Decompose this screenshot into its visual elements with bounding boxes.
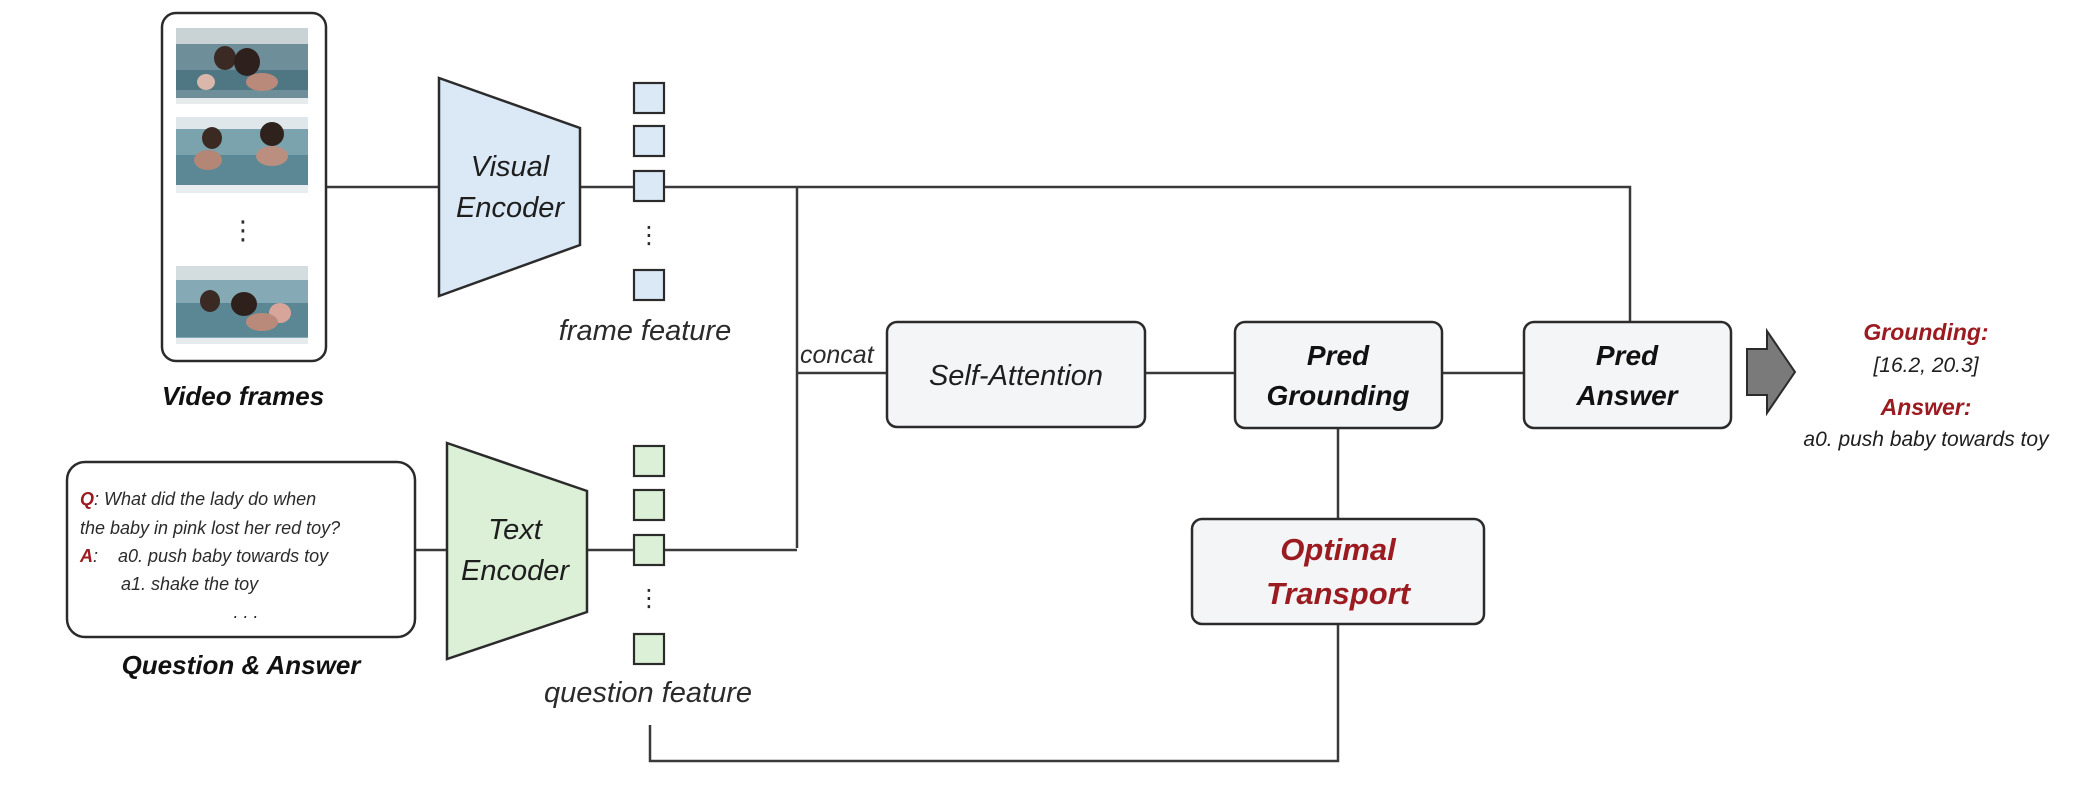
- video-frame-thumbnail: [176, 117, 308, 193]
- pred-answer-label-2: Answer: [1575, 380, 1679, 411]
- qa-answer-line: A: a0. push baby towards toy: [79, 546, 329, 566]
- visual-encoder-label-1: Visual: [471, 151, 551, 183]
- output-grounding-label: Grounding:: [1863, 319, 1988, 345]
- qa-answer-text-1: : a0. push baby towards toy: [93, 546, 329, 566]
- visual-encoder: [437, 76, 582, 298]
- concat-label: concat: [800, 341, 875, 369]
- pred-grounding-label-2: Grounding: [1266, 380, 1409, 411]
- question-feature-ellipsis: ⋮: [637, 584, 661, 612]
- optimal-transport-label-1: Optimal: [1280, 532, 1397, 567]
- frame-feature-token: [632, 169, 666, 203]
- self-attention-box: [885, 320, 1147, 429]
- output-grounding-value: [16.2, 20.3]: [1872, 354, 1979, 377]
- video-frame-thumbnail: [176, 28, 308, 104]
- qa-label: Question & Answer: [122, 650, 363, 680]
- visual-encoder-label-2: Encoder: [456, 192, 565, 224]
- qa-question-text-1: : What did the lady do when: [94, 489, 316, 509]
- text-encoder-label-1: Text: [488, 514, 544, 546]
- qa-answer-text-2: a1. shake the toy: [121, 574, 259, 594]
- pred-grounding-label-1: Pred: [1307, 340, 1370, 371]
- frame-feature-ellipsis: ⋮: [637, 221, 661, 249]
- qa-q-marker: Q: [80, 489, 94, 509]
- question-feature-token: [632, 632, 666, 666]
- pred-answer-box: [1522, 320, 1733, 430]
- frame-feature-column: [632, 81, 666, 302]
- qa-question-text-2: the baby in pink lost her red toy?: [80, 518, 340, 538]
- output-answer-value: a0. push baby towards toy: [1803, 428, 2050, 451]
- connectors: [327, 185, 1632, 763]
- video-frame-thumbnail: [176, 266, 308, 344]
- frame-feature-label: frame feature: [559, 315, 731, 347]
- qa-question-line: Q: What did the lady do when: [80, 489, 316, 509]
- pred-grounding-box: [1233, 320, 1444, 430]
- self-attention-label: Self-Attention: [929, 360, 1103, 392]
- question-feature-token: [632, 444, 666, 478]
- frame-feature-token: [632, 268, 666, 302]
- frame-ellipsis: ⋮: [230, 216, 256, 246]
- question-feature-column: [632, 444, 666, 666]
- question-feature-token: [632, 533, 666, 567]
- question-feature-label: question feature: [544, 677, 752, 709]
- pred-answer-label-1: Pred: [1596, 340, 1659, 371]
- output-arrow-icon: [1746, 327, 1797, 417]
- optimal-transport-box: [1190, 517, 1486, 626]
- frame-feature-token: [632, 81, 666, 115]
- qa-ellipsis: . . .: [233, 602, 258, 622]
- frame-feature-token: [632, 124, 666, 158]
- qa-panel: [65, 460, 417, 639]
- text-encoder: [445, 441, 589, 661]
- output-answer-label: Answer:: [1880, 394, 1972, 420]
- question-feature-token: [632, 488, 666, 522]
- optimal-transport-label-2: Transport: [1266, 576, 1412, 611]
- text-encoder-label-2: Encoder: [461, 555, 570, 587]
- qa-a-marker: A: [79, 546, 93, 566]
- video-frames-label: Video frames: [162, 381, 324, 411]
